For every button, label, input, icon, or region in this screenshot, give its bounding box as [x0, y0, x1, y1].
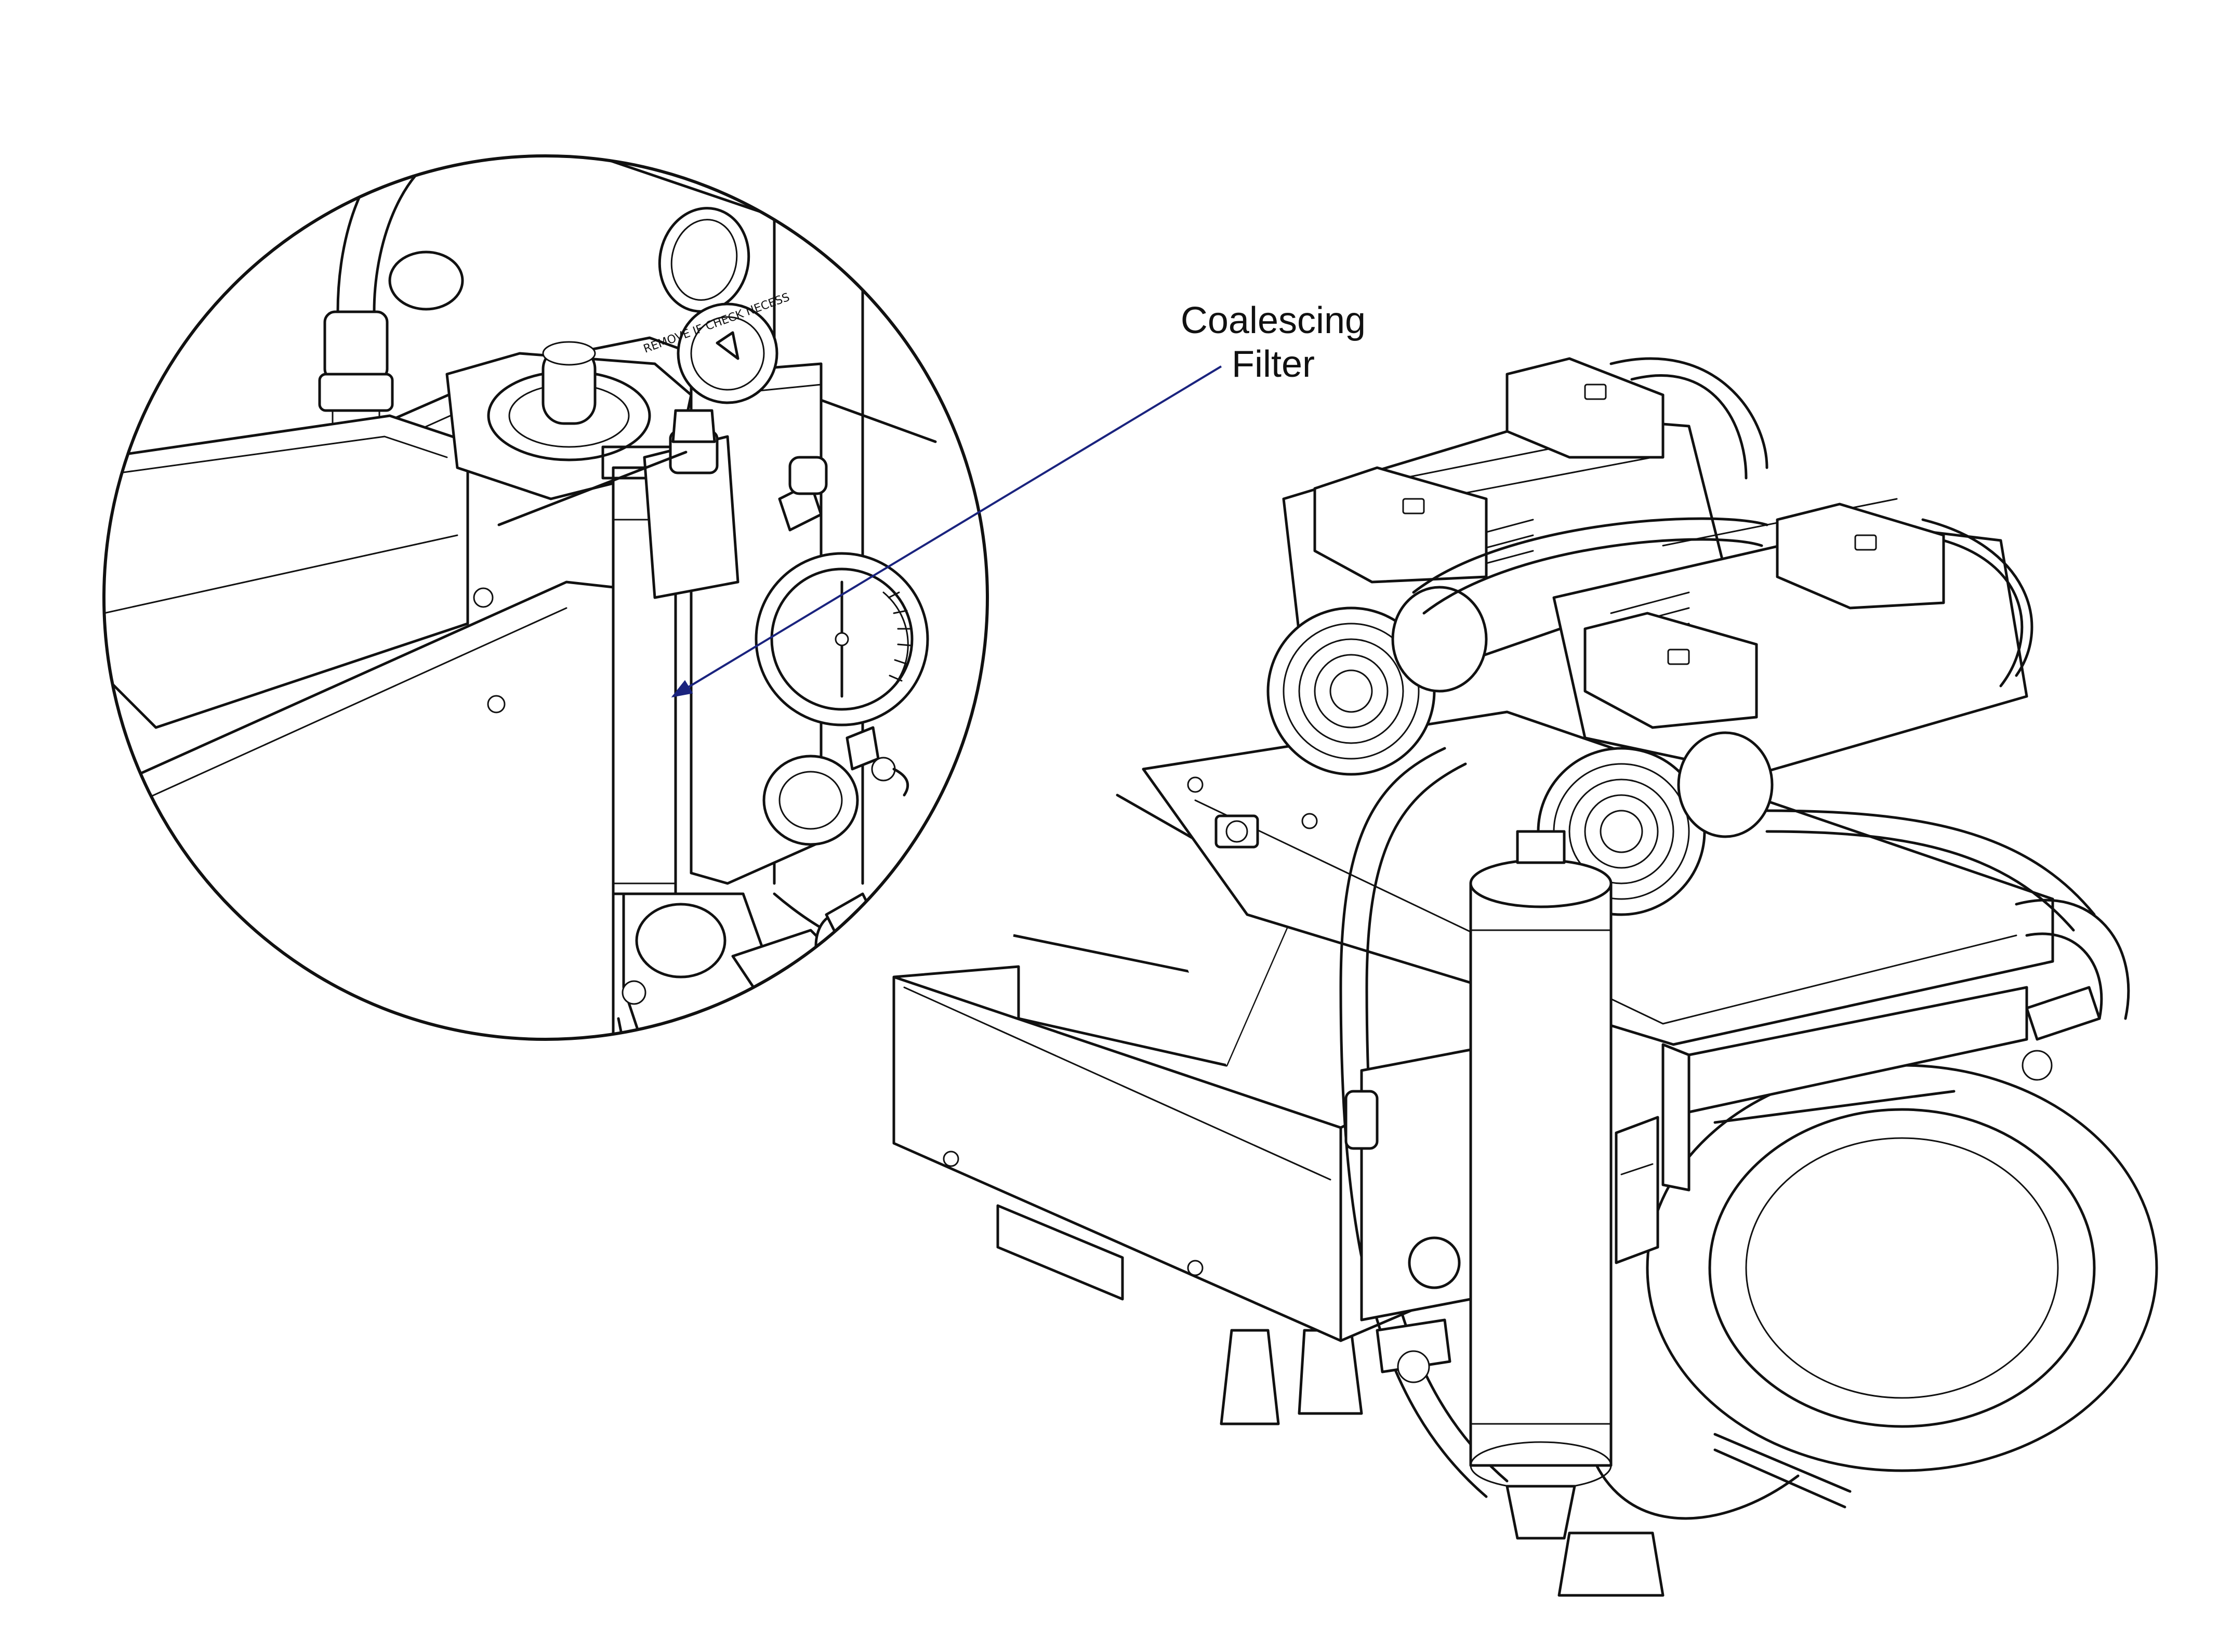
detail-view-contents: REMOVE IF CHECK NECESS — [104, 156, 987, 1039]
detail-magnifier: REMOVE IF CHECK NECESS — [102, 154, 989, 1041]
callout-label: Coalescing Filter — [1091, 299, 1455, 386]
compressor-assembly — [892, 357, 2158, 1597]
magnifier-pointer — [893, 794, 1301, 1067]
leader-arrow — [671, 365, 1222, 698]
callout-line-1: Coalescing — [1180, 300, 1366, 341]
callout-line-2: Filter — [1232, 343, 1315, 385]
magnifier-circle — [102, 154, 989, 1041]
